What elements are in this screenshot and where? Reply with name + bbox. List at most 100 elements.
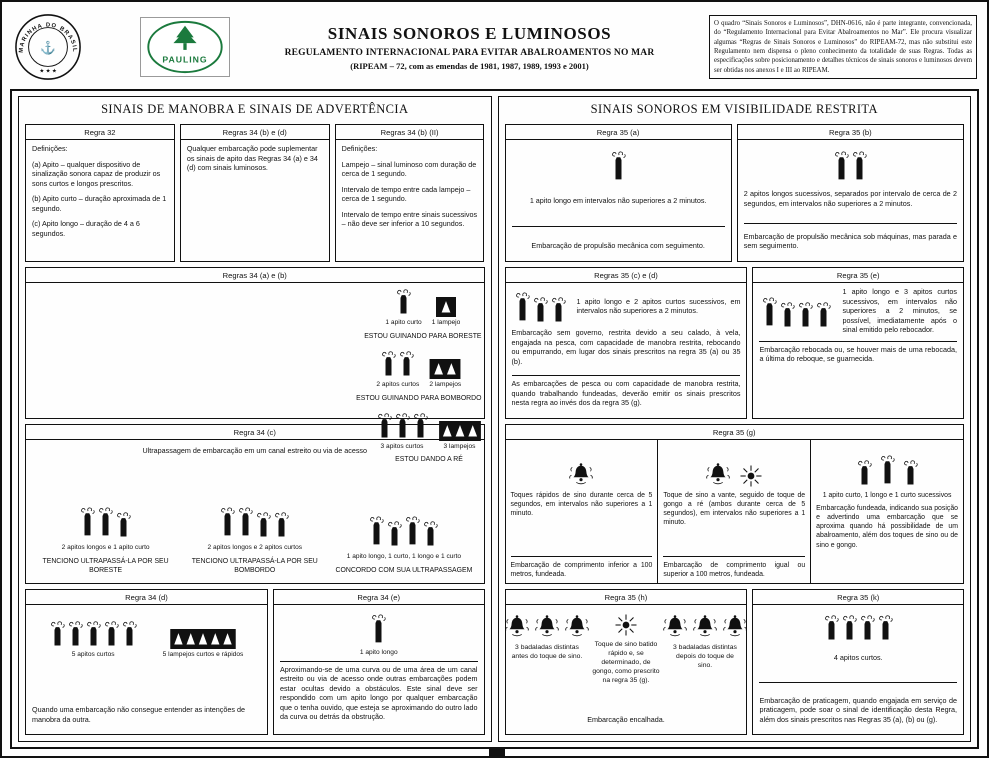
signal-count-label: 1 apito longo (359, 649, 398, 656)
rule-box-regra-34e: Regra 34 (e) 1 apito longo Aproximando-s… (272, 589, 485, 735)
signal-column: 1 apito curto, 1 longo e 1 curto sucessi… (810, 440, 963, 583)
definition-text: Definições: (341, 144, 378, 153)
bell-icon (722, 613, 748, 640)
definition-text: Intervalo de tempo entre sinais sucessiv… (341, 209, 478, 229)
whistle-long-icon (405, 511, 420, 549)
signal-meaning: Embarcação sem governo, restrita devido … (511, 328, 741, 366)
whistle-icon (857, 456, 872, 488)
flash-icon (429, 359, 461, 379)
rule-header: Regra 35 (k) (753, 590, 963, 605)
whistle-icon (256, 508, 271, 540)
gong-icon (614, 613, 638, 637)
signal-meaning: CONCORDO COM SUA ULTRAPASSAGEM (335, 566, 473, 574)
whistle-icon (387, 517, 402, 549)
gong-icon (739, 464, 763, 488)
anchor-icon: ⚓ (40, 40, 56, 55)
rule-body: 5 apitos curtos 5 lampejos curtos e rápi… (26, 605, 267, 734)
main-frame: SINAIS DE MANOBRA E SINAIS DE ADVERTÊNCI… (10, 89, 979, 749)
rule-header: Regras 34 (b) (II) (335, 125, 484, 140)
bell-gong-iconset (663, 444, 805, 488)
signal-count-label: 1 lampejo (431, 319, 461, 326)
rule-box-regra-35b: Regra 35 (b) 2 apitos longos sucessivos,… (736, 124, 964, 262)
section-title: SINAIS SONOROS EM VISIBILIDADE RESTRITA (590, 102, 878, 116)
whistle-long-icon (98, 502, 113, 540)
signal-meaning: ESTOU GUINANDO PARA BOMBORDO (356, 394, 482, 402)
rule-box-regra-34bII: Regras 34 (b) (II) Definições: Lampejo –… (334, 124, 485, 262)
rule-header: Regra 35 (e) (753, 268, 963, 283)
whistle-iconset (371, 609, 386, 647)
rule-header: Regra 34 (e) (273, 590, 484, 605)
whistle-icon (903, 456, 918, 488)
signal-meaning: TENCIONO ULTRAPASSÁ-LA POR SEU BOMBORDO (191, 557, 318, 574)
rule-body: Definições: Lampejo – sinal luminoso com… (336, 140, 484, 261)
definition-text: (b) Apito curto – duração aproximada de … (32, 194, 167, 213)
bell-icon (568, 461, 594, 488)
whistle-iconset (512, 287, 569, 325)
rule-text: Qualquer embarcação pode suplementar os … (186, 144, 318, 172)
whistle-long-icon (762, 292, 777, 330)
definition-text: Intervalo de tempo entre cada lampejo – … (341, 184, 471, 204)
definition-text: Lampejo – sinal luminoso com duração de … (341, 159, 477, 179)
rule-box-regra-35e: Regra 35 (e) 1 apito longo e 3 apitos cu… (752, 267, 964, 419)
signal-text: Toques rápidos de sino durante cerca de … (510, 492, 653, 518)
flash-iconset (169, 629, 237, 649)
whistle-iconset (834, 146, 867, 184)
rule-body: 1 apito curto 1 lampejo ESTOU GUINANDO P… (26, 283, 484, 463)
rule-header: Regra 34 (d) (26, 590, 267, 605)
whistle-icon (86, 617, 101, 649)
whistle-icon (399, 347, 414, 379)
whistle-icon (381, 347, 396, 379)
signal-count-label: 2 lampejos (429, 380, 462, 388)
page-edition: (RIPEAM – 72, com as emendas de 1981, 19… (350, 60, 589, 71)
rule-body: 4 apitos curtos. Embarcação de praticage… (753, 605, 963, 734)
definition-text: (a) Apito – qualquer dispositivo de sina… (32, 159, 161, 188)
rule-box-regra-35cd: Regras 35 (c) e (d) 1 apito longo e 2 ap… (504, 267, 748, 419)
signal-meaning: Embarcação de propulsão mecânica sob máq… (743, 231, 957, 251)
rule-body: 1 apito longo em intervalos não superior… (506, 140, 731, 261)
whistle-icon (50, 617, 65, 649)
whistle-long-icon (369, 511, 384, 549)
pauling-logo: PAULING (140, 17, 230, 77)
fog-signals-row-1: Regra 35 (a) 1 apito longo em intervalos… (504, 124, 964, 262)
whistle-long-icon (834, 146, 849, 184)
whistle-icon (68, 617, 83, 649)
signal-meaning: Embarcação rebocada ou, se houver mais d… (759, 344, 957, 364)
pauling-logo-text: PAULING (162, 54, 207, 64)
flash-icon (169, 629, 237, 649)
rule-box-regra-32: Regra 32 Definições: (a) Apito – qualque… (25, 124, 175, 262)
anchored-signals-row: Regra 35 (g) Toques rápidos de sino dura… (504, 424, 964, 584)
signal-column: Toques rápidos de sino durante cerca de … (506, 440, 658, 583)
bell-iconset (511, 444, 653, 488)
whistle-long-icon (238, 502, 253, 540)
rule-header: Regras 34 (a) e (b) (26, 268, 484, 283)
whistle-iconset (759, 292, 834, 330)
navy-stamp-logo: MARINHA DO BRASIL ★ ★ ★ ⚓ (15, 14, 81, 80)
whistle-iconset (50, 617, 137, 649)
whistle-long-icon (611, 146, 626, 184)
flash-icon (436, 297, 456, 317)
signal-count-label: 2 apitos longos e 2 apitos curtos (207, 544, 303, 552)
page-title: SINAIS SONOROS E LUMINOSOS (327, 23, 612, 43)
signal-text: 2 apitos longos sucessivos, separados po… (743, 189, 957, 208)
whistle-iconset (816, 444, 958, 488)
signal-text: 3 badaladas distintas depois do toque de… (673, 644, 737, 669)
whistle-long-icon (80, 502, 95, 540)
whistle-icon (533, 293, 548, 325)
divider (663, 555, 806, 557)
warning-signals-row: Regra 34 (d) 5 apitos curtos 5 lampejos … (25, 589, 485, 735)
flash-iconset (429, 359, 461, 379)
signal-count-label: 1 apito longo, 1 curto, 1 longo e 1 curt… (346, 553, 462, 561)
signal-count-label: 5 apitos curtos (71, 651, 115, 658)
whistle-long-icon (515, 287, 530, 325)
signal-count-label: 2 apitos longos e 1 apito curto (61, 544, 150, 552)
whistle-iconset (824, 611, 893, 643)
whistle-iconset (381, 347, 414, 379)
signal-text: 1 apito longo em intervalos não superior… (529, 195, 707, 205)
rule-box-regra-34c: Regra 34 (c) Ultrapassagem de embarcação… (25, 424, 485, 584)
signal-group: 2 apitos longos e 1 apito curto TENCIONO… (34, 502, 177, 575)
definition-text: (c) Apito longo – duração de 4 a 6 segun… (32, 219, 140, 238)
rule-body: 1 apito longo Aproximando-se de uma curv… (274, 605, 484, 734)
signal-group: 3 apitos curtos 3 lampejos ESTOU DANDO A… (377, 409, 482, 465)
signal-group: 3 badaladas distintas antes do toque de … (512, 613, 583, 668)
